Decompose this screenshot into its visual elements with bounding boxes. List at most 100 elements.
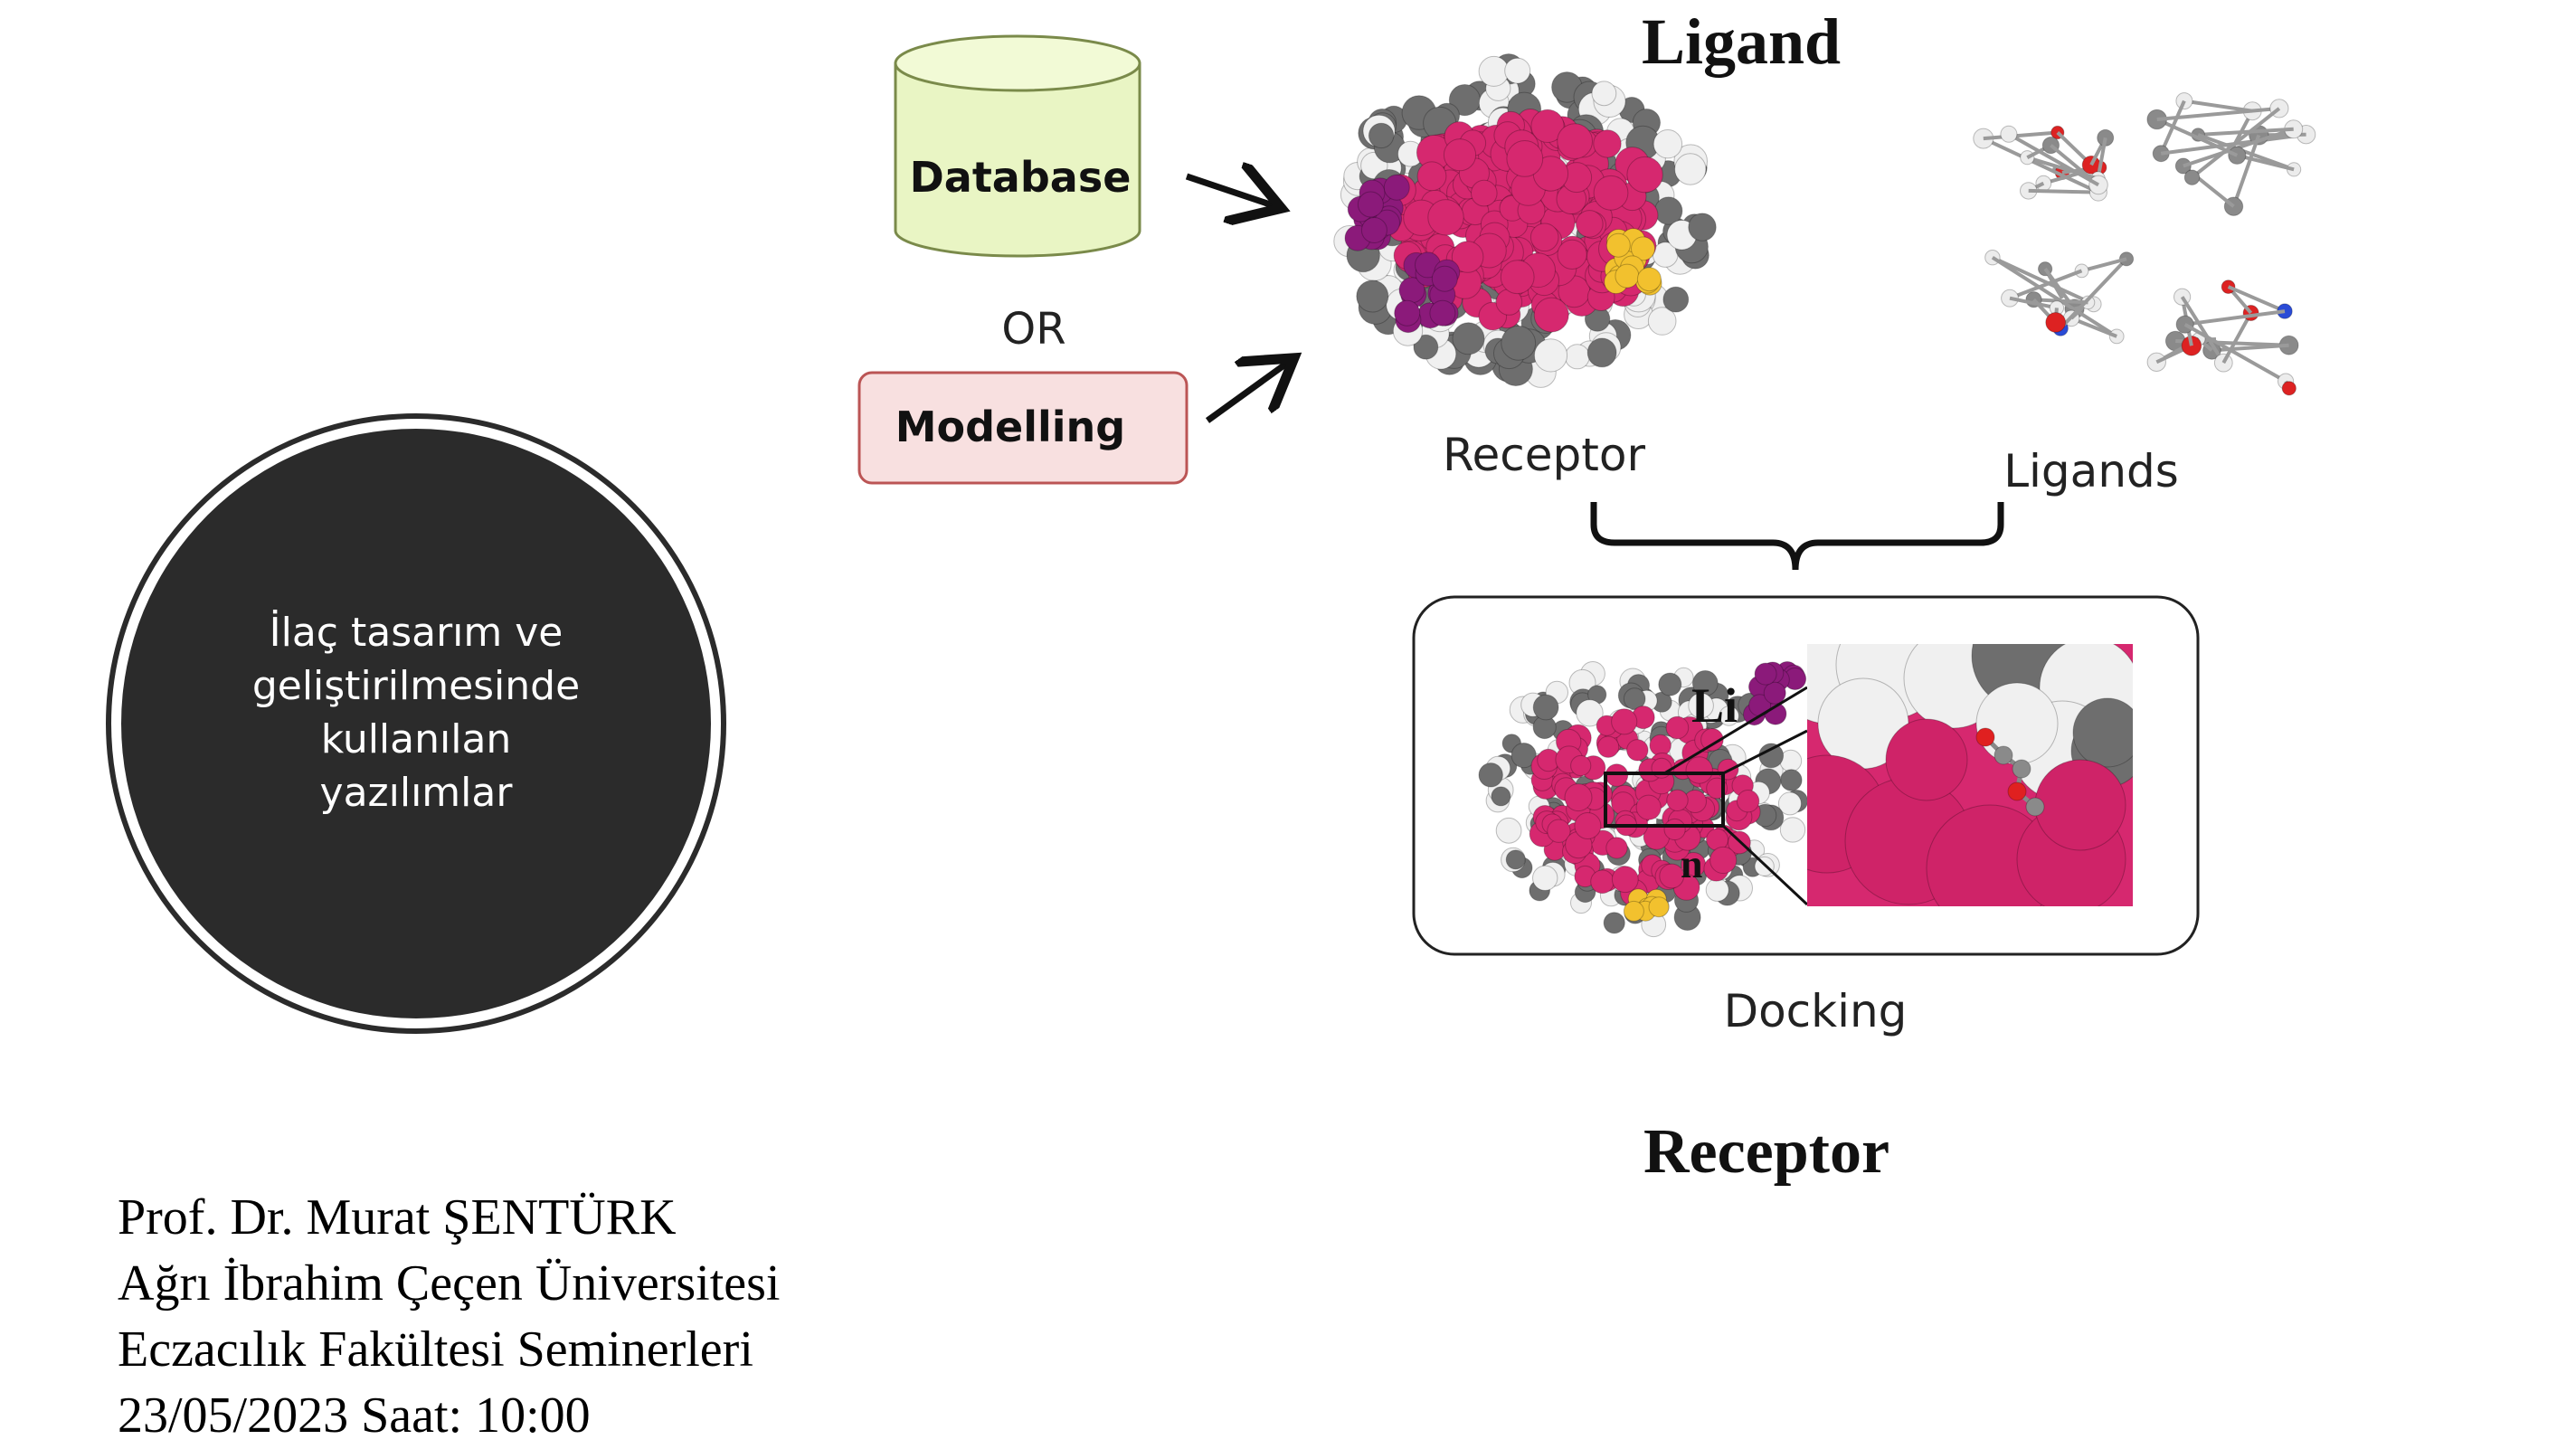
- atom: [1557, 123, 1593, 160]
- atom: [1416, 161, 1447, 192]
- atom: [1719, 706, 1739, 726]
- bond: [2070, 317, 2117, 338]
- atom: [1356, 279, 1389, 313]
- atom: [1626, 156, 1663, 194]
- atom: [1636, 267, 1662, 292]
- atom: [1685, 756, 1713, 784]
- atom: [1451, 241, 1484, 273]
- ligand-atom: [2007, 781, 2027, 801]
- atom: [1647, 307, 1677, 336]
- atom: [1557, 239, 1587, 270]
- bond: [2009, 269, 2083, 300]
- receptor-protein: [1333, 53, 1717, 388]
- atom: [1586, 337, 1617, 368]
- atom: [1653, 129, 1683, 159]
- atom: [1596, 735, 1620, 758]
- ligand-atom: [2108, 328, 2125, 345]
- bond: [1982, 137, 2099, 194]
- circle-title-line: geliştirilmesinde: [251, 663, 581, 709]
- bond: [2028, 188, 2098, 194]
- atom: [1532, 865, 1558, 891]
- ligand-atom: [2025, 797, 2045, 817]
- atom: [1631, 236, 1655, 261]
- atom: [1505, 849, 1526, 870]
- bond: [2198, 127, 2294, 137]
- atom: [1429, 299, 1456, 327]
- bond: [2009, 296, 2058, 310]
- atom: [1623, 687, 1646, 710]
- presenter-name: Prof. Dr. Murat ŞENTÜRK: [118, 1189, 677, 1245]
- or-label: OR: [1001, 304, 1065, 355]
- atom: [1564, 344, 1590, 370]
- modelling-arrow: [1205, 362, 1289, 423]
- atom: [1593, 175, 1629, 211]
- atom: [1394, 299, 1421, 327]
- ligand-atom: [2045, 312, 2067, 333]
- circle-title-line: kullanılan: [320, 716, 512, 762]
- university-name: Ağrı İbrahim Çeçen Üniversitesi: [118, 1255, 781, 1312]
- atom: [1443, 138, 1477, 172]
- atom: [1605, 837, 1628, 859]
- bond: [2059, 257, 2128, 330]
- atom: [1501, 325, 1537, 361]
- atom: [1754, 662, 1777, 686]
- inset-atom: [1885, 718, 1968, 801]
- atom: [1605, 763, 1629, 787]
- atom: [1533, 338, 1568, 373]
- atom: [1532, 694, 1559, 721]
- seminar-series: Eczacılık Fakültesi Seminerleri: [118, 1321, 753, 1378]
- atom: [1611, 708, 1638, 735]
- ligand-atom: [2000, 125, 2018, 143]
- atom: [1688, 692, 1714, 719]
- atom: [1709, 846, 1738, 875]
- bond: [1983, 130, 2058, 141]
- atom: [1635, 794, 1662, 820]
- ligand-atom: [2035, 175, 2052, 192]
- atom: [1452, 322, 1485, 355]
- bond: [2007, 132, 2099, 187]
- seminar-datetime: 23/05/2023 Saat: 10:00: [118, 1387, 591, 1444]
- ligand-atom: [2012, 759, 2031, 779]
- inset-label-top: Li: [1691, 678, 1738, 733]
- atom: [1383, 174, 1410, 201]
- atom: [1777, 791, 1802, 816]
- atom: [1736, 790, 1760, 813]
- inset-atom: [2034, 759, 2126, 851]
- atom: [1511, 743, 1537, 769]
- atom: [1663, 818, 1686, 841]
- database-label: Database: [910, 153, 1132, 202]
- circle-title-line: İlaç tasarım ve: [269, 610, 564, 656]
- atom: [1666, 789, 1689, 811]
- atom: [1574, 812, 1602, 839]
- atom: [1491, 786, 1511, 807]
- atom: [1779, 817, 1806, 843]
- bond: [2236, 153, 2295, 172]
- atom: [1570, 754, 1592, 777]
- inset-atom: [2072, 697, 2133, 768]
- ligand-molecules: [1973, 92, 2316, 396]
- atom: [1478, 55, 1510, 87]
- bond: [2191, 107, 2281, 179]
- database-cylinder: Database: [894, 34, 1141, 258]
- atom: [1763, 681, 1786, 705]
- title-circle: [106, 413, 726, 1034]
- atom: [1478, 762, 1503, 788]
- atom: [1547, 819, 1571, 843]
- circle-title: İlaç tasarım ve geliştirilmesinde kullan…: [145, 606, 687, 819]
- atom: [1564, 783, 1593, 812]
- atom: [1626, 739, 1649, 762]
- atom: [1471, 179, 1498, 207]
- bond: [2227, 285, 2286, 313]
- database-arrow: [1185, 176, 1275, 206]
- presenter-info: Prof. Dr. Murat ŞENTÜRK Ağrı İbrahim Çeç…: [118, 1185, 780, 1449]
- docking-zoom-inset: [1807, 644, 2133, 906]
- ligand-title: Ligand: [1642, 5, 1841, 78]
- atom: [1495, 817, 1522, 844]
- docking-box: Li n: [1412, 595, 2200, 956]
- atom: [1674, 153, 1707, 185]
- modelling-box: Modelling: [857, 371, 1189, 485]
- atom: [1431, 265, 1458, 292]
- atom: [1623, 900, 1644, 922]
- atom: [1662, 286, 1690, 313]
- inset-label-bottom: n: [1681, 842, 1702, 886]
